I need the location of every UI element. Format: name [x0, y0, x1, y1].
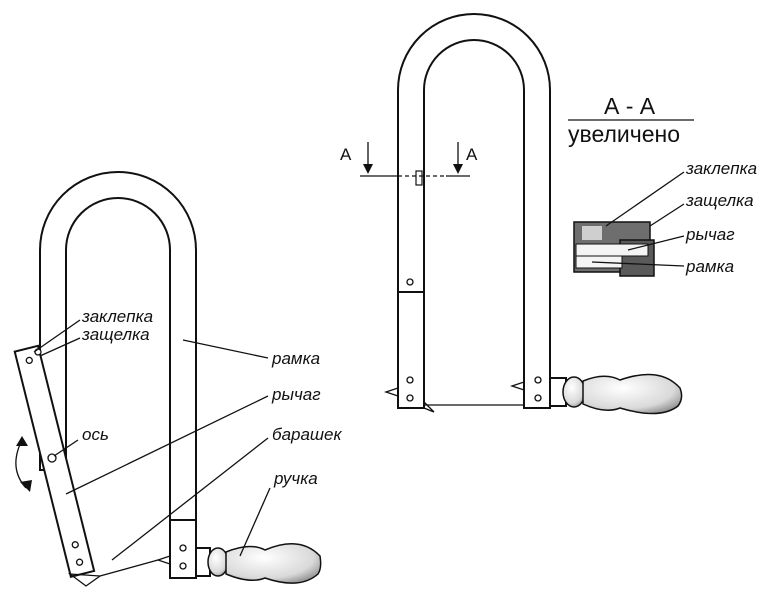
label-os: ось: [82, 425, 109, 444]
label-rychag: рычаг: [271, 385, 321, 404]
rivet-dot: [406, 278, 414, 286]
leader-ruchka: [239, 487, 271, 557]
detail-rivet: [582, 226, 602, 240]
leader-ramka: [182, 339, 269, 359]
rivet-dot: [406, 376, 414, 384]
section-mark-left: A: [340, 145, 352, 164]
left-clamp-right: [155, 555, 171, 565]
rivet-dot: [534, 394, 542, 402]
label-ruchka: ручка: [273, 469, 318, 488]
label-ramka: рамка: [271, 349, 320, 368]
right-clamp-left: [383, 387, 399, 397]
detail-leader-zashchelka: [649, 203, 685, 227]
right-lever: [397, 291, 425, 409]
left-saw: заклепка защелка рамка рычаг ось барашек…: [13, 171, 342, 587]
label-zaklepka: заклепка: [81, 307, 153, 326]
detail-lever-layer: [575, 243, 649, 257]
arrowhead-icon: [363, 164, 373, 174]
rivet-dot: [75, 558, 84, 566]
detail-leader-zaklepka: [605, 171, 685, 227]
right-clamp-left-lower: [423, 400, 435, 413]
left-handle: [195, 543, 322, 584]
leader-os: [53, 439, 79, 457]
detail-label-zaklepka: заклепка: [685, 159, 757, 178]
section-mark-right: A: [466, 145, 478, 164]
detail-label-ramka: рамка: [685, 257, 734, 276]
left-frame-outer: [39, 171, 197, 579]
detail-leader-ramka: [591, 261, 685, 267]
leader-barashek: [111, 437, 269, 561]
arrowhead-icon: [453, 164, 463, 174]
label-barashek: барашек: [272, 425, 342, 444]
section-detail: А - А увеличено заклепка защелка рычаг р…: [568, 93, 757, 277]
right-frame: [397, 13, 551, 409]
detail-label-rychag: рычаг: [685, 225, 735, 244]
rivet-dot: [406, 394, 414, 402]
section-subtitle: увеличено: [568, 121, 680, 147]
leader-zaklepka: [33, 319, 81, 353]
section-title: А - А: [604, 93, 656, 119]
leader-rychag: [65, 395, 269, 495]
arrowhead-icon: [20, 480, 32, 492]
rotate-arrow-icon: [15, 439, 27, 489]
rivet-dot: [179, 562, 187, 570]
rivet-dot: [25, 356, 33, 365]
detail-label-zashchelka: защелка: [685, 191, 754, 210]
rivet-dot: [179, 544, 187, 552]
left-clamp-left: [67, 573, 102, 587]
latch-marker: [415, 170, 423, 186]
detail-leader-rychag: [627, 235, 685, 251]
rivet-dot: [534, 376, 542, 384]
leader-zashchelka: [39, 337, 81, 357]
left-blade: [99, 559, 159, 577]
right-handle: [549, 373, 683, 415]
label-zashchelka: защелка: [81, 325, 150, 344]
right-saw: A A: [340, 13, 683, 415]
arrowhead-icon: [16, 436, 28, 446]
rivet-dot: [71, 541, 79, 549]
right-clamp-right: [509, 381, 525, 391]
